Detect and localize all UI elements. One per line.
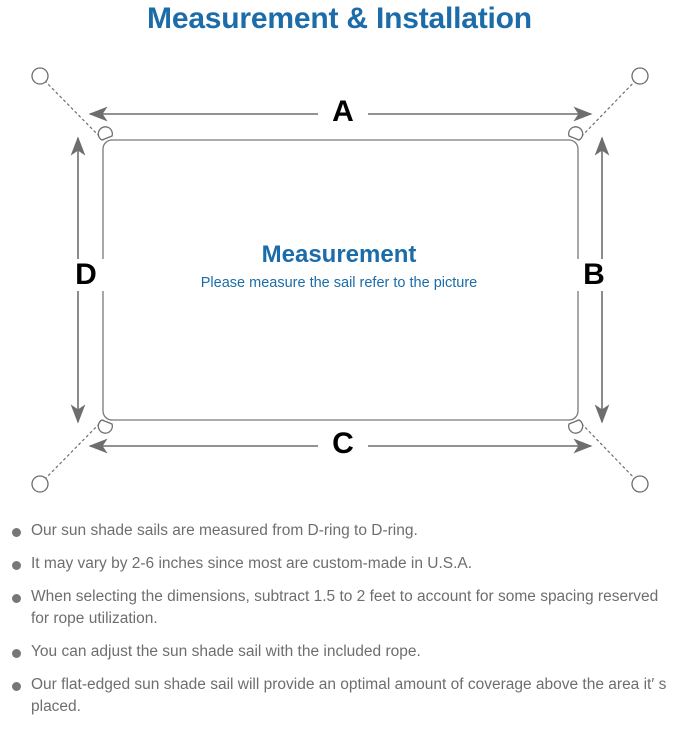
anchor-top-right — [631, 67, 649, 85]
dimension-label-c: C — [318, 428, 368, 460]
sail-caption-subtitle: Please measure the sail refer to the pic… — [200, 275, 478, 291]
rope-line-top-right — [577, 77, 639, 141]
rope-line-bottom-right — [577, 419, 639, 483]
list-item-text: It may vary by 2-6 inches since most are… — [31, 555, 473, 572]
sail-caption-title: Measurement — [261, 241, 417, 268]
notes-list: Our sun shade sails are measured from D-… — [0, 520, 679, 729]
d-ring-bottom-right — [568, 419, 584, 434]
d-ring-bottom-left — [97, 419, 113, 434]
list-item: You can adjust the sun shade sail with t… — [0, 641, 679, 663]
list-item-text: Our flat-edged sun shade sail will provi… — [31, 676, 667, 715]
list-item: When selecting the dimensions, subtract … — [0, 586, 679, 630]
dimension-label-a: A — [318, 96, 368, 128]
bullet-icon — [12, 682, 21, 691]
bullet-icon — [12, 528, 21, 537]
d-ring-top-left — [97, 126, 113, 141]
list-item: Our sun shade sails are measured from D-… — [0, 520, 679, 542]
rope-line-bottom-left — [41, 419, 104, 483]
list-item: Our flat-edged sun shade sail will provi… — [0, 674, 679, 718]
rope-line-top-left — [41, 77, 104, 141]
bullet-icon — [12, 561, 21, 570]
list-item-text: Our sun shade sails are measured from D-… — [31, 522, 418, 539]
dimension-label-b: B — [572, 259, 616, 291]
d-ring-top-right — [568, 126, 584, 141]
anchor-bottom-left — [31, 475, 49, 493]
sail-center-caption: Measurement Please measure the sail refe… — [139, 240, 539, 294]
list-item-text: You can adjust the sun shade sail with t… — [31, 643, 421, 660]
anchor-bottom-right — [631, 475, 649, 493]
dimension-label-d: D — [64, 259, 108, 291]
bullet-icon — [12, 594, 21, 603]
list-item-text: When selecting the dimensions, subtract … — [31, 588, 659, 627]
list-item: It may vary by 2-6 inches since most are… — [0, 553, 679, 575]
anchor-top-left — [31, 67, 49, 85]
shade-sail-diagram: A C D B Measurement Please measure the s… — [0, 48, 679, 518]
page-title: Measurement & Installation — [147, 2, 532, 35]
bullet-icon — [12, 649, 21, 658]
